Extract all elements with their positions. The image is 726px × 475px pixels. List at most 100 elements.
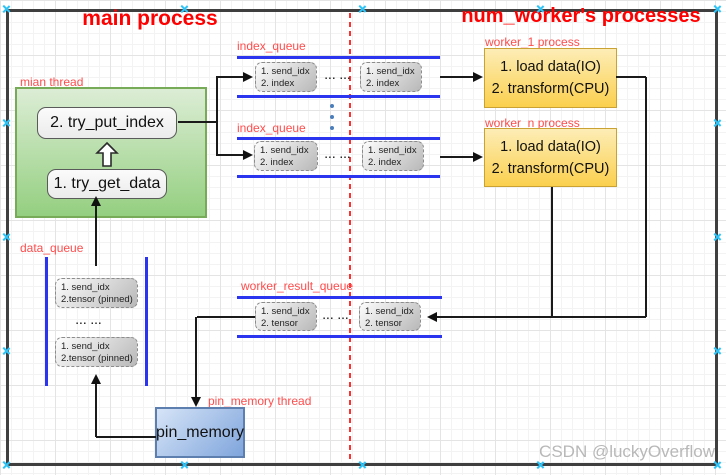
queue-item: 1. send_idx 2. index <box>254 141 318 171</box>
arrowhead-icon <box>91 196 101 206</box>
queue-ellipsis: ... ... <box>75 316 103 327</box>
connection-point-icon <box>713 233 722 242</box>
arrowhead-icon <box>473 152 483 162</box>
connector-line <box>217 76 243 78</box>
main-process-title: main process <box>82 7 218 30</box>
queue-item-line2: 2.tensor (pinned) <box>61 294 133 305</box>
connection-point-icon <box>713 5 722 14</box>
connection-point-icon <box>2 233 11 242</box>
arrowhead-icon <box>191 397 201 407</box>
arrowhead-icon <box>243 150 253 160</box>
queue-line <box>45 257 48 386</box>
queue-item-line2: 2. index <box>260 157 294 168</box>
up-block-arrow-icon <box>95 141 119 167</box>
queue-item-line2: 2.tensor (pinned) <box>61 353 133 364</box>
connection-point-icon <box>180 461 189 470</box>
connector-line <box>217 154 243 156</box>
connection-point-icon <box>536 5 545 14</box>
queue-line <box>237 137 440 140</box>
queue-ellipsis: ... ... <box>324 71 352 82</box>
queue-line <box>237 56 440 59</box>
more-queues-dot <box>330 115 334 119</box>
queue-ellipsis: ... ... <box>324 150 352 161</box>
queue-item-line1: 1. send_idx <box>260 145 309 156</box>
connector-line <box>197 316 255 318</box>
connector-line <box>551 187 553 317</box>
worker-result-queue-label: worker_result_queue <box>241 279 354 293</box>
connection-point-icon <box>713 119 722 128</box>
connector-line <box>195 317 197 399</box>
connection-point-icon <box>2 5 11 14</box>
connection-point-icon <box>2 461 11 470</box>
queue-line <box>145 257 148 386</box>
data-queue-label: data_queue <box>20 241 84 255</box>
queue-line <box>237 296 442 299</box>
connector-line <box>440 76 473 78</box>
try-get-data-node: 1. try_get_data <box>47 169 167 199</box>
index-queue-top-label: index_queue <box>237 39 306 53</box>
connector-line <box>96 436 156 438</box>
more-queues-dot <box>330 104 334 108</box>
connection-point-icon <box>713 461 722 470</box>
queue-item-line1: 1. send_idx <box>365 306 414 317</box>
queue-item: 1. send_idx 2.tensor (pinned) <box>55 337 138 367</box>
connection-point-icon <box>2 347 11 356</box>
queue-item: 1. send_idx 2. index <box>360 62 422 92</box>
worker1-node: 1. load data(IO) 2. transform(CPU) <box>484 48 617 108</box>
queue-item-line2: 2. tensor <box>261 318 298 329</box>
worker-step1: 1. load data(IO) <box>500 59 601 75</box>
worker-step1: 1. load data(IO) <box>500 139 601 155</box>
connector-line <box>216 76 218 156</box>
queue-item-line1: 1. send_idx <box>366 66 415 77</box>
worker-step2: 2. transform(CPU) <box>491 81 610 97</box>
pin-memory-node: pin_memory <box>155 407 245 458</box>
queue-item: 1. send_idx 2. index <box>255 62 317 92</box>
connection-point-icon <box>358 461 367 470</box>
connection-point-icon <box>180 5 189 14</box>
arrowhead-icon <box>473 72 483 82</box>
main-thread-label: mian thread <box>20 75 84 89</box>
queue-item-line2: 2. index <box>368 157 402 168</box>
connector-line <box>437 316 646 318</box>
queue-item: 1. send_idx 2. index <box>362 141 424 171</box>
queue-line <box>237 95 440 98</box>
try-put-index-node: 2. try_put_index <box>37 107 177 139</box>
connection-point-icon <box>358 5 367 14</box>
queue-line <box>237 175 440 178</box>
connection-point-icon <box>2 119 11 128</box>
connection-point-icon <box>536 461 545 470</box>
queue-ellipsis: ... ... <box>322 311 350 322</box>
queue-item: 1. send_idx 2.tensor (pinned) <box>55 278 138 308</box>
connector-line <box>616 76 646 78</box>
more-queues-dot <box>330 126 334 130</box>
arrowhead-icon <box>91 374 101 384</box>
workerN-label: worker_n process <box>485 116 580 130</box>
queue-item: 1. send_idx 2. tensor <box>359 302 421 331</box>
arrowhead-icon <box>427 312 437 322</box>
connector-line <box>440 156 473 158</box>
queue-item-line1: 1. send_idx <box>261 306 310 317</box>
queue-item-line1: 1. send_idx <box>61 282 110 293</box>
queue-item-line2: 2. index <box>261 78 295 89</box>
worker1-label: worker_1 process <box>485 35 580 49</box>
queue-item-line2: 2. index <box>366 78 400 89</box>
queue-line <box>237 335 442 338</box>
pin-memory-thread-label: pin_memory thread <box>208 394 312 408</box>
connector-line <box>95 380 97 437</box>
queue-item-line1: 1. send_idx <box>261 66 310 77</box>
arrowhead-icon <box>243 72 253 82</box>
workers-title: num_worker's processes <box>461 5 701 27</box>
connector-line <box>95 203 97 266</box>
connector-line <box>178 121 218 123</box>
worker-step2: 2. transform(CPU) <box>491 161 610 177</box>
watermark-text: CSDN @luckyOverflow <box>539 442 715 461</box>
queue-item-line2: 2. tensor <box>365 318 402 329</box>
queue-item-line1: 1. send_idx <box>368 145 417 156</box>
workerN-node: 1. load data(IO) 2. transform(CPU) <box>484 128 617 187</box>
queue-item: 1. send_idx 2. tensor <box>255 302 317 331</box>
queue-item-line1: 1. send_idx <box>61 341 110 352</box>
process-divider-dashed-line <box>349 13 351 463</box>
connection-point-icon <box>713 347 722 356</box>
index-queue-bottom-label: index_queue <box>237 121 306 135</box>
